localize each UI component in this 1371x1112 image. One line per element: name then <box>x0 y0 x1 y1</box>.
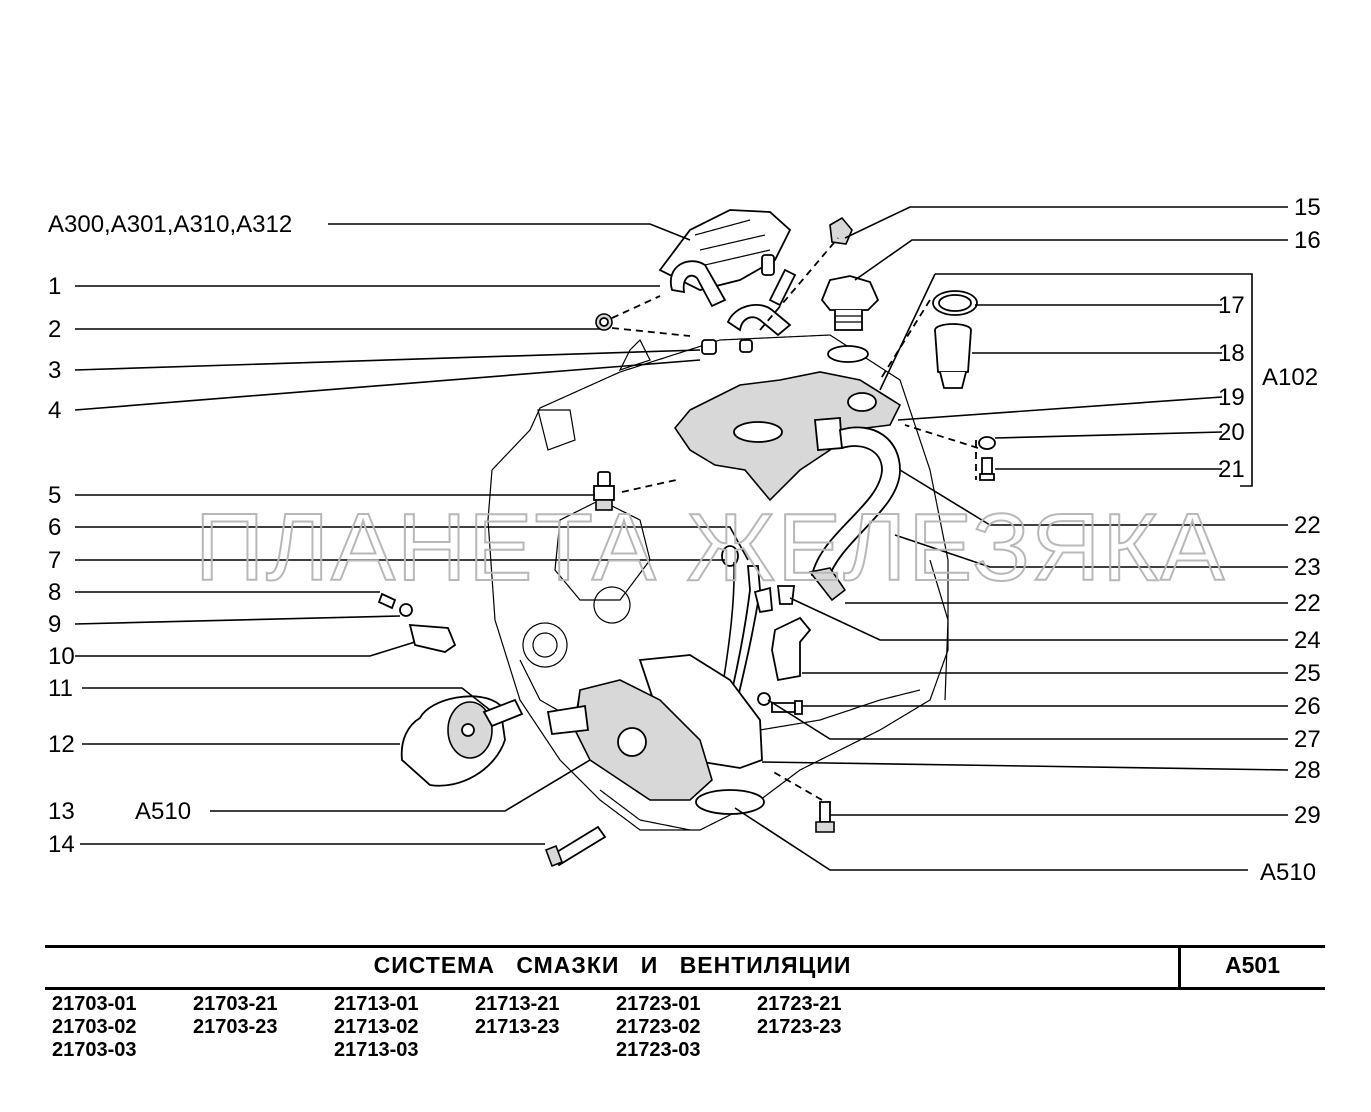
callout-17: 17 <box>1218 292 1245 319</box>
model-column-1: 21703-01 21703-02 21703-03 <box>52 993 137 1062</box>
ref-label-top: A300,A301,A310,A312 <box>48 211 292 238</box>
ref-label-group: A102 <box>1262 364 1318 391</box>
callout-11: 11 <box>48 675 73 702</box>
callout-25: 25 <box>1294 660 1321 687</box>
callout-13: 13 <box>48 798 75 825</box>
callout-18: 18 <box>1218 340 1245 367</box>
hose-fitting-3 <box>701 339 753 355</box>
callout-27: 27 <box>1294 726 1321 753</box>
separator-housing <box>673 371 902 502</box>
title-separator <box>1178 947 1181 989</box>
model-code: 21703-23 <box>193 1016 278 1038</box>
callout-24: 24 <box>1294 627 1321 654</box>
model-code: 21723-02 <box>616 1016 701 1038</box>
model-code: 21703-03 <box>52 1039 137 1061</box>
washer-20 <box>978 436 996 450</box>
model-code: 21723-23 <box>757 1016 842 1038</box>
model-code: 21713-23 <box>475 1016 560 1038</box>
left-leaders <box>74 223 749 845</box>
callout-8: 8 <box>48 579 61 606</box>
model-column-3: 21713-01 21713-02 21713-03 <box>334 993 419 1062</box>
sensor-10 <box>408 624 457 653</box>
exploded-parts-diagram: ПЛАНЕТА ЖЕЛЕЗЯКА A300,A301,A310,A312 1 2… <box>48 194 1321 886</box>
callout-4: 4 <box>48 397 61 424</box>
oil-strainer <box>695 789 765 815</box>
model-column-6: 21723-21 21723-23 <box>757 993 842 1039</box>
callout-14: 14 <box>48 831 75 858</box>
washer-26 <box>757 692 771 706</box>
callout-22a: 22 <box>1294 512 1321 539</box>
oil-guide-25 <box>771 616 812 682</box>
callout-23: 23 <box>1294 554 1321 581</box>
title-bottom-rule <box>45 987 1325 990</box>
bolt-8 <box>377 592 397 610</box>
callout-10: 10 <box>48 643 75 670</box>
ventilation-hose <box>808 426 901 602</box>
watermark-text: ПЛАНЕТА ЖЕЛЕЗЯКА <box>195 494 1226 601</box>
breather-hose-small <box>726 254 797 337</box>
bolt-14 <box>544 825 607 868</box>
model-code: 21703-02 <box>52 1016 137 1038</box>
callout-28: 28 <box>1294 757 1321 784</box>
callout-26: 26 <box>1294 693 1321 720</box>
callout-5: 5 <box>48 482 61 509</box>
oil-pump <box>546 679 713 801</box>
model-code: 21723-03 <box>616 1039 701 1061</box>
model-code: 21703-01 <box>52 993 137 1015</box>
washer-9 <box>399 603 413 617</box>
callout-1: 1 <box>48 273 61 300</box>
breather-hose-1 <box>669 260 727 308</box>
model-code: 21723-01 <box>616 993 701 1015</box>
model-code: 21713-03 <box>334 1039 419 1061</box>
callout-2: 2 <box>48 316 61 343</box>
oil-filler-cap <box>820 275 880 363</box>
title-top-rule <box>45 945 1325 948</box>
model-code: 21713-21 <box>475 993 560 1015</box>
model-code: 21723-21 <box>757 993 842 1015</box>
callout-3: 3 <box>48 357 61 384</box>
dipstick <box>721 545 761 712</box>
callout-16: 16 <box>1294 227 1321 254</box>
callout-20: 20 <box>1218 419 1245 446</box>
model-code: 21713-02 <box>334 1016 419 1038</box>
ref-label-13: A510 <box>135 798 191 825</box>
oil-filter <box>400 695 506 787</box>
oil-pressure-sensor <box>593 471 615 511</box>
callout-15: 15 <box>1294 194 1321 221</box>
dipstick-bracket <box>753 585 796 614</box>
bolt-21 <box>979 457 995 481</box>
callout-21: 21 <box>1218 456 1245 483</box>
callout-9: 9 <box>48 611 61 638</box>
page-title: СИСТЕМА СМАЗКИ И ВЕНТИЛЯЦИИ <box>373 952 852 978</box>
model-column-5: 21723-01 21723-02 21723-03 <box>616 993 701 1062</box>
right-leaders <box>734 206 1289 871</box>
model-code: 21713-01 <box>334 993 419 1015</box>
model-column-4: 21713-21 21713-23 <box>475 993 560 1039</box>
callout-7: 7 <box>48 547 61 574</box>
callout-29: 29 <box>1294 802 1321 829</box>
bolt-29 <box>815 801 835 833</box>
assembly-arrows <box>611 237 979 801</box>
oil-separator-18 <box>934 323 972 389</box>
page-code: A501 <box>1225 952 1280 978</box>
model-column-2: 21703-21 21703-23 <box>193 993 278 1039</box>
callout-6: 6 <box>48 514 61 541</box>
clamp-15 <box>829 216 853 245</box>
callout-19: 19 <box>1218 384 1245 411</box>
callout-22b: 22 <box>1294 590 1321 617</box>
callout-12: 12 <box>48 731 75 758</box>
fitting-11 <box>482 698 524 728</box>
model-code: 21703-21 <box>193 993 278 1015</box>
hose-clamp-2 <box>595 313 613 331</box>
seal-ring-17 <box>932 290 978 316</box>
ref-label-bottom: A510 <box>1260 859 1316 886</box>
